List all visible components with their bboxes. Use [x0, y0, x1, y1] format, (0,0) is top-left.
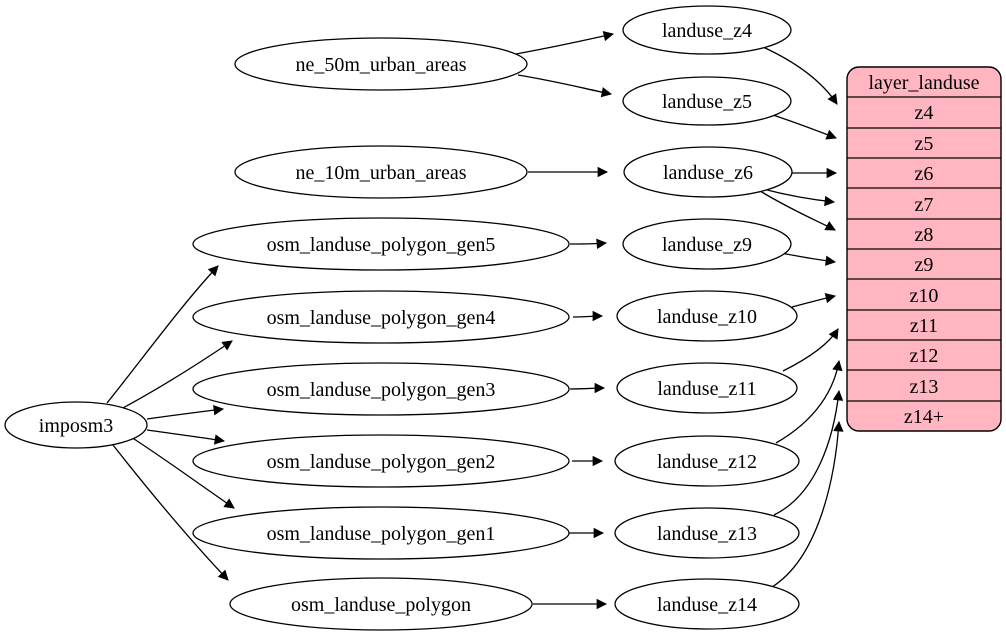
node-gen5-shape	[192, 217, 570, 271]
edge-gen5-to-landuse-z9	[569, 238, 608, 250]
edge-z6-to-row-z7	[762, 188, 836, 207]
table-row-z12: z12	[910, 345, 939, 367]
node-landuse-z4: landuse_z4	[622, 5, 792, 55]
node-landuse-z4-shape	[622, 5, 792, 55]
edge-ne50m-to-landuse-z5	[517, 74, 613, 98]
edge-z9-to-row-z9	[780, 252, 837, 266]
layer-landuse-table: layer_landuse z4 z5 z6 z7 z8 z9 z10 z11 …	[846, 66, 1002, 432]
node-ne-50m-shape	[234, 37, 528, 91]
edge-z11-to-row-z11	[782, 328, 839, 372]
node-landuse-z13-label: landuse_z13	[657, 523, 757, 545]
node-osm-landuse-polygon-gen4: osm_landuse_polygon_gen4	[192, 290, 570, 344]
node-gen5-label: osm_landuse_polygon_gen5	[267, 234, 496, 256]
edge-imposm3-to-gen3	[146, 405, 225, 420]
table-row-z13: z13	[910, 376, 939, 398]
node-landuse-z9: landuse_z9	[622, 218, 792, 270]
node-gen2-shape	[192, 434, 570, 488]
edge-z14-to-row-z14plus	[771, 420, 844, 588]
table-row-z5: z5	[915, 133, 934, 155]
edge-imposm3-to-gen4	[120, 340, 233, 410]
node-gen4-label: osm_landuse_polygon_gen4	[267, 307, 496, 329]
node-imposm3: imposm3	[4, 401, 148, 449]
edge-ne50m-to-landuse-z4	[515, 30, 615, 55]
table-row-z6: z6	[915, 163, 934, 185]
edge-z10-to-row-z10	[791, 293, 837, 308]
node-polygon-label: osm_landuse_polygon	[291, 594, 471, 616]
node-gen1-shape	[192, 506, 570, 560]
node-osm-landuse-polygon-gen1: osm_landuse_polygon_gen1	[192, 506, 570, 560]
node-landuse-z13-shape	[614, 507, 800, 559]
node-landuse-z14: landuse_z14	[614, 578, 800, 630]
node-gen3-shape	[192, 362, 570, 416]
node-landuse-z4-label: landuse_z4	[662, 20, 752, 42]
edge-z4-to-row-z4	[762, 46, 838, 105]
edge-imposm3-to-gen2	[146, 429, 226, 445]
node-imposm3-label: imposm3	[39, 415, 113, 437]
table-row-z4: z4	[915, 102, 934, 124]
node-gen4-shape	[192, 290, 570, 344]
node-polygon-shape	[229, 577, 533, 631]
node-osm-landuse-polygon-gen5: osm_landuse_polygon_gen5	[192, 217, 570, 271]
layer-landuse-table-title: layer_landuse	[868, 72, 979, 94]
node-landuse-z5-label: landuse_z5	[662, 91, 752, 113]
node-ne-50m-label: ne_50m_urban_areas	[295, 54, 466, 76]
node-osm-landuse-polygon-gen3: osm_landuse_polygon_gen3	[192, 362, 570, 416]
node-landuse-z10-shape	[616, 290, 798, 342]
table-row-z8: z8	[915, 224, 934, 246]
edge-imposm3-to-polygon	[112, 444, 229, 581]
node-landuse-z11-shape	[616, 362, 798, 414]
node-gen2-label: osm_landuse_polygon_gen2	[267, 451, 496, 473]
node-landuse-z9-shape	[622, 218, 792, 270]
node-landuse-z9-label: landuse_z9	[662, 234, 752, 256]
node-ne-50m-urban-areas: ne_50m_urban_areas	[234, 37, 528, 91]
edge-gen4-to-landuse-z10	[572, 310, 604, 322]
node-landuse-z5-shape	[622, 76, 792, 126]
node-landuse-z13: landuse_z13	[614, 507, 800, 559]
node-ne-10m-label: ne_10m_urban_areas	[295, 162, 466, 184]
table-row-z10: z10	[910, 285, 939, 307]
edge-z5-to-row-z5	[769, 113, 837, 140]
edge-z13-to-row-z13	[773, 389, 844, 516]
node-osm-landuse-polygon: osm_landuse_polygon	[229, 577, 533, 631]
node-landuse-z14-shape	[614, 578, 800, 630]
node-gen3-label: osm_landuse_polygon_gen3	[267, 379, 496, 401]
node-ne-10m-urban-areas: ne_10m_urban_areas	[234, 145, 528, 199]
node-landuse-z5: landuse_z5	[622, 76, 792, 126]
node-landuse-z12-shape	[614, 435, 800, 487]
node-landuse-z11: landuse_z11	[616, 362, 798, 414]
node-landuse-z12-label: landuse_z12	[657, 451, 757, 473]
node-ne-10m-shape	[234, 145, 528, 199]
table-row-z7: z7	[915, 194, 934, 216]
node-landuse-z10: landuse_z10	[616, 290, 798, 342]
node-landuse-z11-label: landuse_z11	[657, 378, 756, 400]
edge-z12-to-row-z12	[775, 359, 843, 444]
edges	[106, 30, 844, 610]
node-gen1-label: osm_landuse_polygon_gen1	[267, 523, 496, 545]
node-landuse-z6-shape	[623, 146, 793, 198]
edge-imposm3-to-gen1	[130, 436, 235, 509]
edge-imposm3-to-gen5	[106, 265, 219, 404]
edge-z6-to-row-z8	[759, 190, 836, 231]
node-landuse-z6-label: landuse_z6	[663, 162, 753, 184]
node-landuse-z6: landuse_z6	[623, 146, 793, 198]
node-imposm3-shape	[4, 401, 148, 449]
edge-gen3-to-landuse-z11	[569, 382, 606, 394]
table-row-z9: z9	[915, 254, 934, 276]
node-landuse-z10-label: landuse_z10	[657, 306, 757, 328]
node-landuse-z12: landuse_z12	[614, 435, 800, 487]
table-row-z11: z11	[910, 315, 938, 337]
table-row-z14plus: z14+	[904, 406, 944, 428]
node-osm-landuse-polygon-gen2: osm_landuse_polygon_gen2	[192, 434, 570, 488]
node-landuse-z14-label: landuse_z14	[657, 594, 757, 616]
